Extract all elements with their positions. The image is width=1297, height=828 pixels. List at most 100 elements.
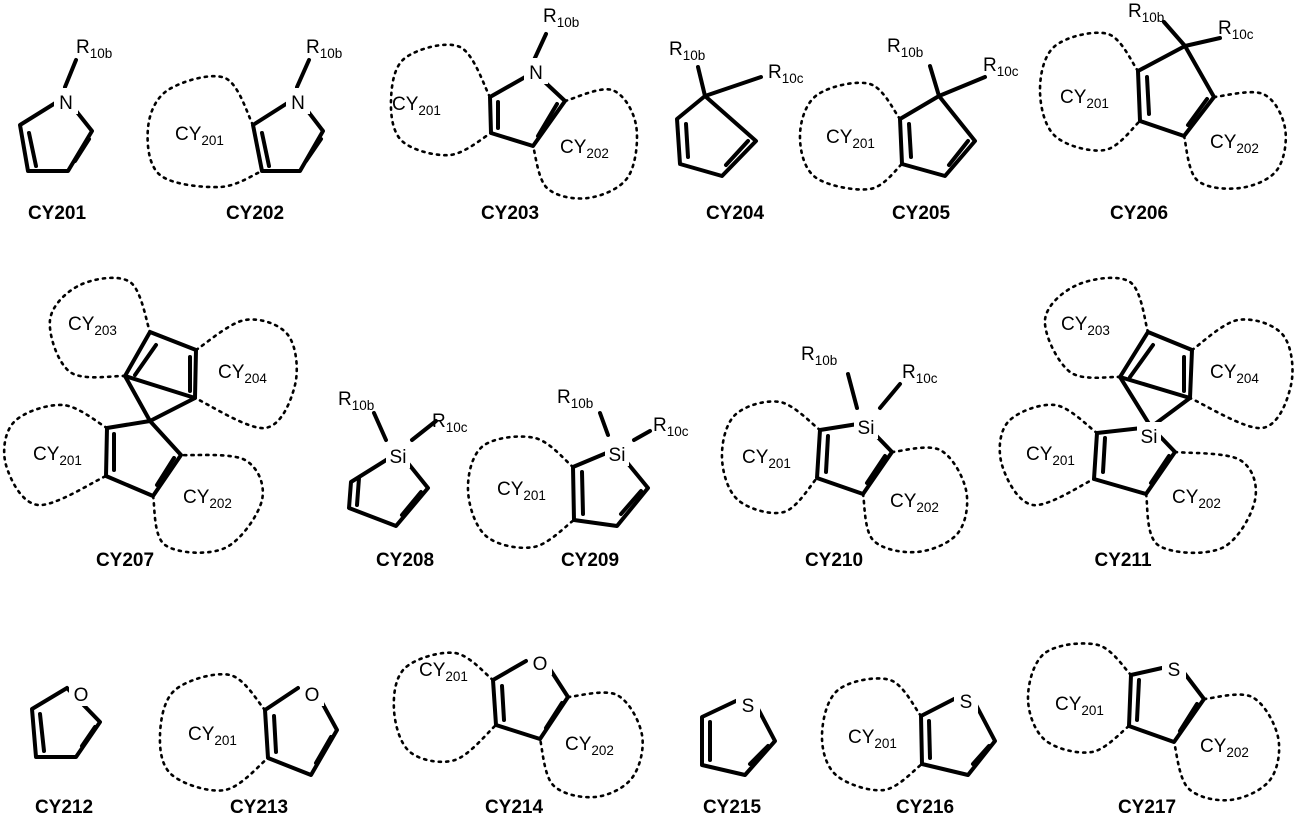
structure-caption: CY207 bbox=[96, 550, 154, 571]
structure-cy215: S CY215 bbox=[702, 691, 775, 818]
substituent-label: R10c bbox=[1218, 18, 1254, 42]
bond bbox=[75, 139, 89, 161]
fused-ring-label: CY203 bbox=[68, 314, 117, 338]
substituent-label-subscript: 10c bbox=[446, 420, 468, 435]
fused-ring-label: CY201 bbox=[392, 94, 441, 118]
structure-cy210: SiR10bR10cCY201CY202CY210 bbox=[722, 344, 967, 571]
substituent-label-subscript: 10b bbox=[571, 396, 594, 411]
bond bbox=[848, 374, 857, 408]
fused-ring-label-subscript: 201 bbox=[852, 136, 875, 151]
bond bbox=[538, 104, 557, 136]
fused-ring-label: CY202 bbox=[1200, 736, 1249, 760]
fused-ring-label-main: CY bbox=[497, 479, 524, 500]
substituent-label-main: R bbox=[983, 55, 997, 76]
bond bbox=[274, 716, 276, 752]
fused-ring-label-main: CY bbox=[1061, 314, 1088, 335]
fused-ring-label-subscript: 201 bbox=[59, 453, 82, 468]
substituent-label-subscript: 10b bbox=[320, 46, 343, 61]
substituent-label: R10b bbox=[306, 37, 342, 61]
fused-ring-label: CY201 bbox=[848, 727, 897, 751]
fused-ring-label-main: CY bbox=[1200, 736, 1227, 757]
bond bbox=[65, 60, 76, 87]
structure-caption: CY202 bbox=[226, 203, 284, 224]
structure-caption: CY213 bbox=[230, 797, 288, 818]
fused-ring-label-subscript: 201 bbox=[874, 736, 897, 751]
substituent-label-subscript: 10c bbox=[782, 71, 804, 86]
heteroatom-label: S bbox=[742, 696, 755, 717]
bond bbox=[262, 133, 269, 166]
fused-ring-label-main: CY bbox=[1055, 694, 1082, 715]
bond bbox=[634, 431, 650, 440]
fused-ring-outline bbox=[148, 76, 262, 187]
fused-ring-label-main: CY bbox=[742, 447, 769, 468]
substituent-label: R10b bbox=[338, 389, 374, 413]
structure-cy214: OCY201CY202CY214 bbox=[394, 649, 643, 818]
substituent-label: R10b bbox=[1128, 1, 1164, 25]
fused-ring-label-main: CY bbox=[565, 734, 592, 755]
substituent-label: R10b bbox=[543, 6, 579, 30]
fused-ring-label: CY202 bbox=[890, 491, 939, 515]
heteroatom-label: N bbox=[291, 93, 305, 114]
bond bbox=[930, 66, 939, 96]
bond bbox=[909, 124, 911, 157]
fused-ring-label-subscript: 201 bbox=[445, 669, 468, 684]
substituent-label-subscript: 10c bbox=[916, 371, 938, 386]
fused-ring-label: CY202 bbox=[1210, 132, 1259, 156]
bond bbox=[502, 686, 504, 720]
heteroatom-label: N bbox=[59, 93, 73, 114]
fused-ring-label-subscript: 202 bbox=[591, 743, 614, 758]
fused-ring-label-main: CY bbox=[1172, 487, 1199, 508]
fused-ring-label-main: CY bbox=[890, 491, 917, 512]
substituent-label: R10c bbox=[983, 55, 1019, 79]
fused-ring-label-subscript: 201 bbox=[418, 103, 441, 118]
fused-ring-label: CY202 bbox=[565, 734, 614, 758]
structure-caption: CY215 bbox=[703, 797, 762, 818]
bond bbox=[1147, 77, 1149, 114]
substituent-label-subscript: 10c bbox=[1232, 27, 1254, 42]
structure-caption: CY209 bbox=[561, 550, 619, 571]
structure-caption: CY203 bbox=[481, 203, 539, 224]
substituent-label-main: R bbox=[432, 411, 446, 432]
heteroatom-label: Si bbox=[1141, 427, 1158, 448]
fused-ring-label-subscript: 202 bbox=[1236, 141, 1259, 156]
substituent-label-subscript: 10b bbox=[90, 46, 113, 61]
bond bbox=[402, 492, 421, 515]
heteroatom-label: Si bbox=[858, 418, 875, 439]
heteroatom-label: S bbox=[1168, 660, 1181, 681]
bond bbox=[677, 96, 756, 176]
bond bbox=[40, 714, 44, 751]
substituent-label-main: R bbox=[338, 389, 352, 410]
fused-ring-label-main: CY bbox=[419, 660, 446, 681]
substituent-label-main: R bbox=[543, 6, 557, 27]
substituent-label-main: R bbox=[557, 387, 571, 408]
heteroatom-label: O bbox=[533, 654, 548, 675]
fused-ring-label-main: CY bbox=[175, 124, 202, 145]
fused-ring-label-subscript: 202 bbox=[209, 496, 232, 511]
structure-caption: CY205 bbox=[892, 203, 951, 224]
structure-caption: CY216 bbox=[896, 797, 954, 818]
substituent-label-main: R bbox=[1128, 1, 1142, 22]
structure-caption: CY201 bbox=[28, 203, 87, 224]
fused-ring-label: CY202 bbox=[560, 137, 609, 161]
fused-ring-label: CY201 bbox=[826, 127, 875, 151]
bond bbox=[82, 727, 95, 746]
heteroatom-label: Si bbox=[609, 445, 626, 466]
substituent-label-subscript: 10b bbox=[683, 48, 706, 63]
substituent-label: R10b bbox=[887, 36, 923, 60]
structure-cy217: SCY201CY202CY217 bbox=[1028, 643, 1279, 818]
substituent-label-subscript: 10c bbox=[667, 424, 689, 439]
bond bbox=[1130, 345, 1153, 377]
bond bbox=[1151, 456, 1169, 483]
substituent-label: R10c bbox=[768, 62, 804, 86]
structure-cy208: SiR10bR10cCY208 bbox=[338, 389, 468, 571]
substituent-label-main: R bbox=[669, 39, 683, 60]
bond bbox=[1185, 38, 1220, 46]
heteroatom-label: S bbox=[960, 692, 973, 713]
fused-ring-label-main: CY bbox=[68, 314, 95, 335]
structure-caption: CY208 bbox=[376, 550, 434, 571]
bond bbox=[1164, 22, 1185, 46]
bond bbox=[316, 737, 331, 763]
fused-ring-label: CY201 bbox=[33, 444, 82, 468]
fused-ring-label-subscript: 202 bbox=[1198, 496, 1221, 511]
